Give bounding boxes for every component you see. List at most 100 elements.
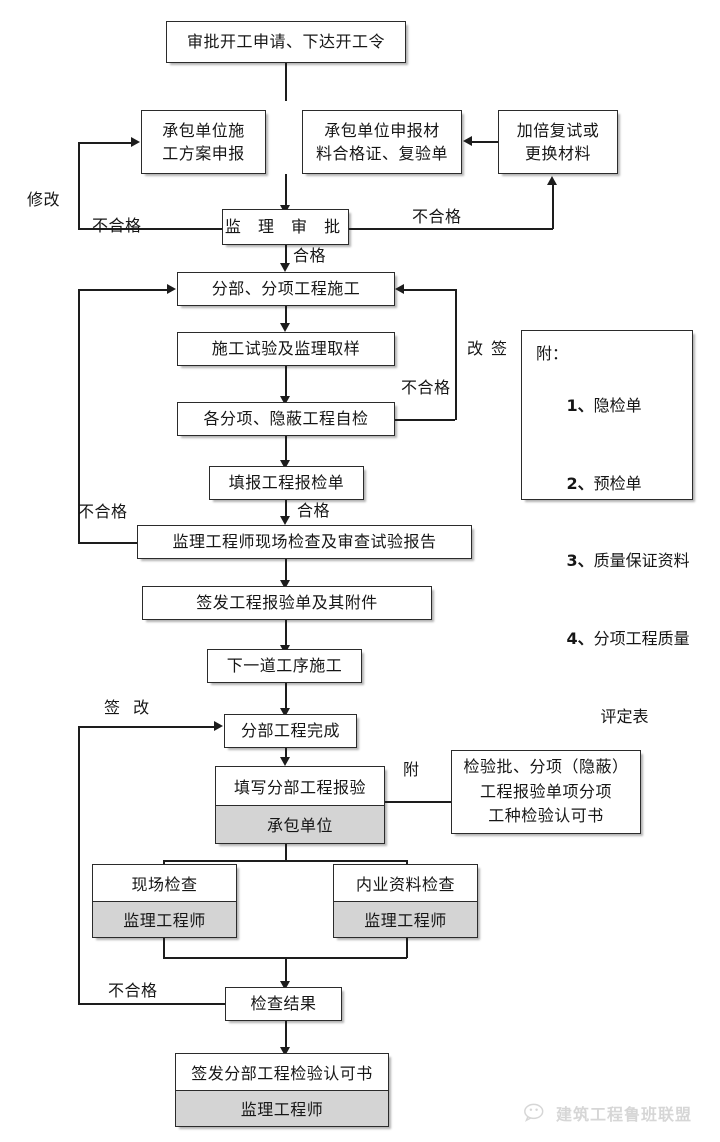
arrowhead-into-n4 bbox=[280, 263, 290, 272]
node-division-project-complete[interactable]: 分部工程完成 bbox=[224, 714, 357, 748]
connector-fail-left-in bbox=[78, 142, 132, 144]
node-inspection-result[interactable]: 检查结果 bbox=[225, 987, 342, 1021]
arrowhead-into-n16 bbox=[280, 1047, 290, 1056]
connector-bottom-loop-vertical bbox=[78, 726, 80, 1004]
node-issue-division-certificate[interactable]: 签发分部工程检验认可书 监理工程师 bbox=[175, 1053, 389, 1127]
node-approve-start-order[interactable]: 审批开工申请、下达开工令 bbox=[166, 21, 406, 63]
arrowhead-into-n4-left bbox=[167, 284, 176, 294]
arrowhead-into-n7 bbox=[280, 460, 290, 469]
annex-note-item-text: 预检单 bbox=[593, 473, 642, 493]
annex-note-item: 2、预检单 bbox=[536, 445, 678, 523]
node-contractor-material-cert[interactable]: 承包单位申报材 料合格证、复验单 bbox=[302, 110, 462, 174]
arrowhead-into-n4-right bbox=[395, 284, 404, 294]
arrowhead-into-n6 bbox=[280, 396, 290, 405]
node-construction-test-sampling[interactable]: 施工试验及监理取样 bbox=[177, 332, 395, 366]
edge-label-sign-change2: 签 改 bbox=[104, 698, 154, 717]
connector-n1-to-n3-b bbox=[285, 175, 287, 207]
annex-note-item-num: 4、 bbox=[566, 628, 594, 648]
arrowhead-into-n2b bbox=[463, 136, 472, 146]
node-internal-document-inspection-title: 内业资料检查 bbox=[355, 874, 455, 894]
node-internal-document-inspection-role: 监理工程师 bbox=[334, 900, 477, 937]
annex-note-item: 评定表 bbox=[536, 678, 678, 756]
annex-note-item-text: 隐检单 bbox=[593, 395, 642, 415]
arrowhead-into-n15 bbox=[280, 981, 290, 990]
connector-merge-down bbox=[285, 957, 287, 983]
watermark-text: 建筑工程鲁班联盟 bbox=[556, 1105, 693, 1124]
annex-note-item: 3、质量保证资料 bbox=[536, 522, 690, 600]
edge-label-fail-left2: 不合格 bbox=[78, 502, 128, 521]
edge-label-pass-top: 合格 bbox=[293, 246, 327, 265]
connector-n12-down bbox=[285, 844, 287, 861]
connector-fail-right-up bbox=[552, 184, 554, 229]
connector-n4-to-n5 bbox=[285, 306, 287, 325]
connector-n10-to-n11 bbox=[285, 683, 287, 710]
arrowhead-into-n2c bbox=[547, 176, 557, 185]
node-internal-document-inspection[interactable]: 内业资料检查 监理工程师 bbox=[333, 864, 478, 938]
edge-label-fail-bottom: 不合格 bbox=[108, 981, 158, 1000]
connector-n14-down bbox=[406, 938, 408, 958]
arrowhead-into-n11 bbox=[280, 708, 290, 717]
connector-n6-to-n7 bbox=[285, 436, 287, 462]
arrowhead-into-n2a bbox=[131, 137, 140, 147]
annex-note-item: 4、分项工程质量 bbox=[536, 600, 690, 678]
arrowhead-into-n11 bbox=[214, 721, 223, 731]
connector-bottom-loop-in bbox=[78, 726, 215, 728]
annex-note-item-num: 2、 bbox=[566, 473, 594, 493]
annex-note-item-num: 3、 bbox=[566, 551, 594, 571]
connector-fail-left-out bbox=[78, 228, 222, 230]
watermark: 建筑工程鲁班联盟 bbox=[524, 1101, 692, 1125]
edge-label-fail-right: 不合格 bbox=[412, 207, 462, 226]
node-contractor-scheme-submit[interactable]: 承包单位施 工方案申报 bbox=[141, 110, 266, 174]
connector-n1-to-n3 bbox=[285, 63, 287, 101]
node-fill-division-acceptance[interactable]: 填写分部工程报验 承包单位 bbox=[215, 766, 385, 844]
connector-n6-loop-out bbox=[395, 419, 455, 421]
connector-n6-loop-up bbox=[455, 289, 457, 420]
annex-note-panel: 附： 1、隐检单 2、预检单 3、质量保证资料 4、分项工程质量 评定表 bbox=[521, 330, 693, 726]
edge-label-fail-mid: 不合格 bbox=[401, 378, 451, 397]
connector-fail-left-up bbox=[78, 142, 80, 229]
connector-n12-split bbox=[163, 860, 407, 862]
edge-label-fail-left: 不合格 bbox=[92, 216, 142, 235]
node-site-inspection-title: 现场检查 bbox=[131, 874, 198, 894]
connector-n8-fail-in bbox=[78, 289, 168, 291]
node-issue-acceptance-form[interactable]: 签发工程报验单及其附件 bbox=[142, 586, 432, 620]
annex-note-item-num: 1、 bbox=[566, 395, 594, 415]
connector-n2b-down bbox=[285, 174, 287, 182]
connector-n7-to-n8 bbox=[285, 500, 287, 518]
edge-label-pass-mid: 合格 bbox=[297, 501, 331, 520]
node-site-inspection[interactable]: 现场检查 监理工程师 bbox=[92, 864, 237, 938]
connector-pass-to-n4 bbox=[285, 245, 287, 265]
node-site-inspection-role: 监理工程师 bbox=[93, 900, 236, 937]
connector-fail-right-out bbox=[349, 228, 553, 230]
connector-n8-fail-up bbox=[78, 289, 80, 543]
node-issue-division-certificate-role: 监理工程师 bbox=[176, 1089, 388, 1126]
node-supervisor-site-check-report-review[interactable]: 监理工程师现场检查及审查试验报告 bbox=[137, 525, 472, 559]
node-annex-inspection-lot-doc[interactable]: 检验批、分项（隐蔽） 工程报验单项分项 工种检验认可书 bbox=[451, 750, 641, 834]
node-subitem-concealed-self-check[interactable]: 各分项、隐蔽工程自检 bbox=[177, 402, 395, 436]
connector-annex-link bbox=[385, 801, 451, 803]
connector-n8-to-n9 bbox=[285, 559, 287, 582]
annex-note-item: 1、隐检单 bbox=[536, 367, 678, 445]
connector-bottom-loop-out bbox=[78, 1003, 225, 1005]
node-fill-division-acceptance-title: 填写分部工程报验 bbox=[233, 777, 366, 797]
node-issue-division-certificate-title: 签发分部工程检验认可书 bbox=[191, 1063, 373, 1083]
node-fill-division-acceptance-role: 承包单位 bbox=[216, 804, 384, 843]
connector-n6-loop-in bbox=[404, 289, 455, 291]
node-supervision-approval[interactable]: 监 理 审 批 bbox=[222, 209, 349, 245]
arrowhead-into-n5 bbox=[280, 323, 290, 332]
edge-label-sign-change-vertical: 签 改 bbox=[464, 340, 507, 358]
connector-n13-down bbox=[163, 938, 165, 958]
connector-n2c-to-n2b bbox=[472, 141, 498, 143]
annex-note-header: 附： bbox=[536, 344, 569, 363]
node-next-process-construction[interactable]: 下一道工序施工 bbox=[207, 649, 362, 683]
node-division-subitem-construction[interactable]: 分部、分项工程施工 bbox=[177, 272, 395, 306]
connector-n8-fail-out bbox=[78, 542, 137, 544]
annex-note-item-text: 分项工程质量 bbox=[593, 628, 690, 648]
edge-label-annex: 附 bbox=[403, 760, 420, 779]
node-fill-inspection-form[interactable]: 填报工程报检单 bbox=[209, 466, 364, 500]
node-retest-or-replace-material[interactable]: 加倍复试或 更换材料 bbox=[498, 110, 618, 174]
edge-label-modify: 修改 bbox=[27, 190, 61, 209]
connector-n11-to-n12 bbox=[285, 748, 287, 761]
wechat-icon bbox=[524, 1103, 544, 1122]
